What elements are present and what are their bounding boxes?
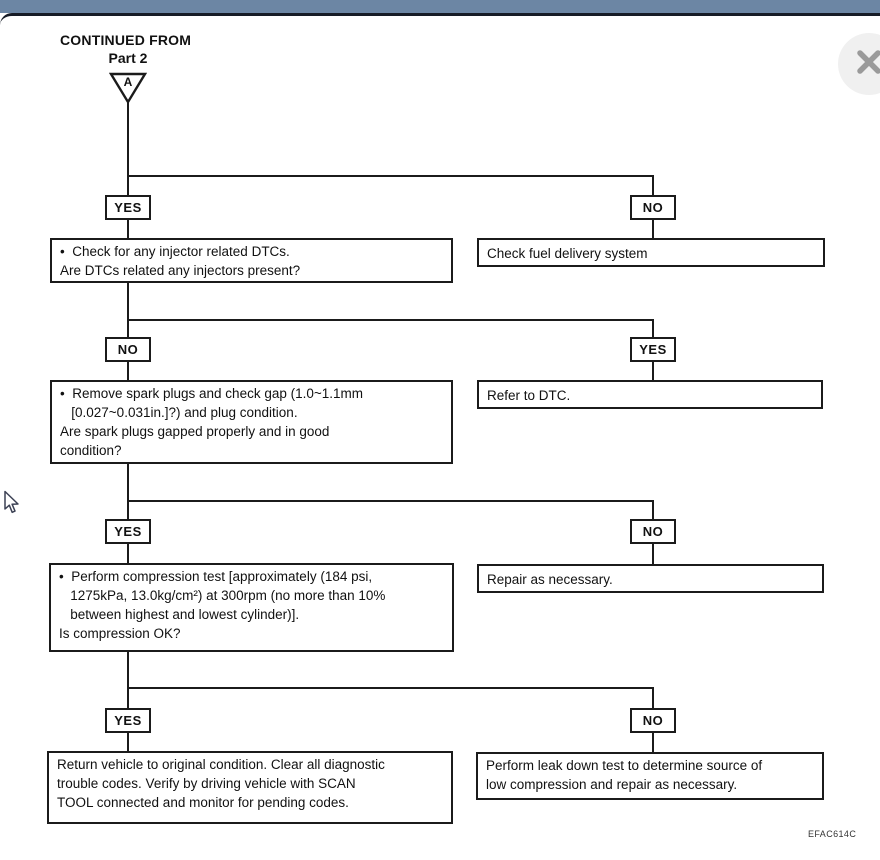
decision-label-row1-left: YES bbox=[105, 195, 151, 220]
connector-line bbox=[127, 500, 654, 502]
flow-box-check-fuel-delivery: Check fuel delivery system bbox=[477, 238, 825, 267]
flow-box-repair-as-necessary: Repair as necessary. bbox=[477, 564, 824, 593]
connector-line bbox=[127, 687, 654, 689]
continued-from-label: CONTINUED FROM bbox=[60, 32, 192, 48]
close-icon bbox=[851, 44, 880, 85]
decision-label-row3-left: YES bbox=[105, 519, 151, 544]
flow-box-check-injector-dtcs: • Check for any injector related DTCs. A… bbox=[50, 238, 453, 283]
flow-box-leak-down-test: Perform leak down test to determine sour… bbox=[476, 752, 824, 800]
close-button[interactable] bbox=[838, 33, 880, 95]
decision-label-row4-left: YES bbox=[105, 708, 151, 733]
flow-box-return-vehicle: Return vehicle to original condition. Cl… bbox=[47, 751, 453, 824]
mouse-cursor-icon bbox=[3, 490, 21, 521]
window-title-bar bbox=[0, 0, 880, 13]
decision-label-row2-right: YES bbox=[630, 337, 676, 362]
decision-label-row3-right: NO bbox=[630, 519, 676, 544]
panel-top-edge bbox=[0, 13, 880, 29]
connector-line bbox=[127, 319, 654, 321]
connector-line bbox=[127, 175, 654, 177]
flow-box-refer-to-dtc: Refer to DTC. bbox=[477, 380, 823, 409]
decision-label-row4-right: NO bbox=[630, 708, 676, 733]
connector-letter: A bbox=[124, 75, 133, 89]
flow-box-compression-test: • Perform compression test [approximatel… bbox=[49, 563, 454, 652]
connector-triangle-icon: A bbox=[108, 72, 148, 105]
flow-box-spark-plugs: • Remove spark plugs and check gap (1.0~… bbox=[50, 380, 453, 464]
part-label: Part 2 bbox=[108, 50, 148, 66]
decision-label-row1-right: NO bbox=[630, 195, 676, 220]
decision-label-row2-left: NO bbox=[105, 337, 151, 362]
figure-code: EFAC614C bbox=[808, 829, 857, 839]
